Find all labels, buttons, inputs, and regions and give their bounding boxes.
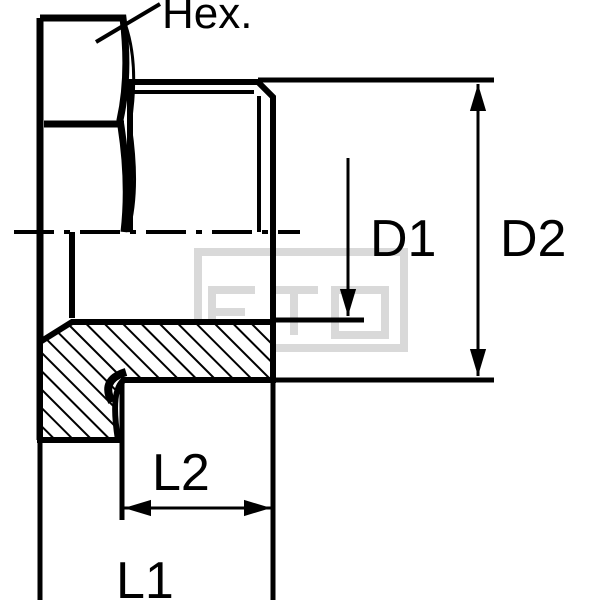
l1-label: L1 bbox=[116, 552, 174, 600]
hex-leader-line bbox=[94, 2, 162, 44]
seal-groove bbox=[104, 368, 128, 404]
d1-label: D1 bbox=[370, 210, 436, 268]
l2-label: L2 bbox=[152, 444, 210, 502]
hex-label: Hex. bbox=[162, 0, 252, 38]
threaded-stud bbox=[69, 79, 276, 320]
section-hatch bbox=[37, 319, 276, 443]
d2-label: D2 bbox=[500, 210, 566, 268]
bore-lines bbox=[37, 77, 494, 600]
